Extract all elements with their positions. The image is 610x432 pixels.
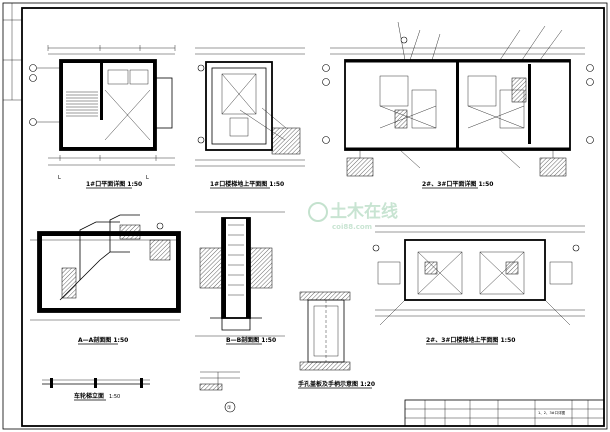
axis-mark: L	[146, 175, 149, 181]
watermark-en: coi88.com	[332, 223, 372, 231]
title-block: 1、2、3#口详图	[404, 399, 605, 427]
plan-2-3-above-title: 2#、3#口楼梯地上平面图 1:50	[426, 336, 515, 344]
plan-1-above: 1#口楼梯地上平面图 1:50	[195, 47, 305, 189]
stair-treads	[66, 91, 98, 117]
section-aa: A—A剖面图 1:50	[30, 214, 181, 345]
plan-2-3-title: 2#、3#口平面详图 1:50	[422, 180, 493, 188]
plan-2-3-above: 2#、3#口楼梯地上平面图 1:50	[372, 225, 585, 345]
node-1-label: ①	[227, 405, 232, 411]
plan-1f-title: 1#口平面详图 1:50	[86, 180, 142, 188]
railing-title: 手孔盖板及手柄示意图 1:20	[298, 380, 375, 388]
plan-2-3: 2#、3#口平面详图 1:50	[322, 21, 594, 189]
handrail-scale: 1:50	[109, 394, 120, 400]
section-bb: B—B剖面图 1:50	[195, 211, 285, 345]
watermark-cn: 土木在线	[330, 201, 398, 222]
handrail-title: 车轮梯立面	[74, 392, 104, 400]
plan-1f: L L 1#口平面详图 1:50	[29, 45, 176, 189]
railing-detail: 手孔盖板及手柄示意图 1:20	[298, 291, 375, 389]
handrail-elevation: 车轮梯立面 1:50	[42, 378, 150, 401]
section-aa-title: A—A剖面图 1:50	[78, 336, 128, 344]
axis-mark: L	[58, 175, 61, 181]
title-block-drawing-name: 1、2、3#口详图	[538, 410, 566, 415]
plan-1-above-title: 1#口楼梯地上平面图 1:50	[210, 180, 284, 188]
node-detail: ①	[199, 371, 240, 413]
section-bb-title: B—B剖面图 1:50	[226, 336, 276, 344]
watermark: 土木在线 coi88.com	[308, 201, 398, 231]
